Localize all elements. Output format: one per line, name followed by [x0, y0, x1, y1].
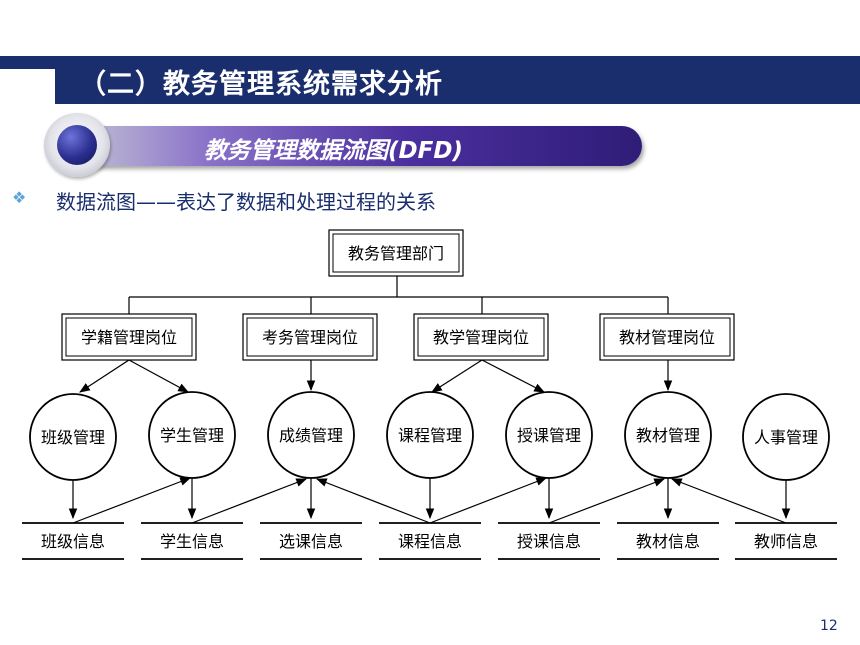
- orb-icon: [44, 113, 110, 177]
- flow-arrow: [431, 359, 483, 393]
- store-label: 教材信息: [636, 532, 700, 551]
- header-accent-bar: [0, 56, 55, 69]
- position-arrows: [79, 359, 673, 393]
- store-label: 授课信息: [517, 532, 581, 551]
- page-title: （二）教务管理系统需求分析: [79, 69, 443, 100]
- position-box: 教材管理岗位: [599, 313, 735, 361]
- diamond-cluster-icon: ❖: [12, 188, 27, 207]
- flow-arrow: [548, 478, 666, 524]
- flow-arrow: [128, 359, 189, 393]
- process-label: 班级管理: [41, 428, 105, 447]
- data-store: 班级信息: [22, 522, 124, 560]
- store-label: 教师信息: [754, 532, 818, 551]
- process-node: 课程管理: [386, 391, 474, 479]
- data-store: 课程信息: [379, 522, 481, 560]
- position-box: 学籍管理岗位: [61, 313, 197, 361]
- process-node: 班级管理: [29, 393, 117, 481]
- store-label: 课程信息: [398, 532, 462, 551]
- process-node: 授课管理: [505, 391, 593, 479]
- process-label: 课程管理: [398, 426, 462, 445]
- data-store: 选课信息: [260, 522, 362, 560]
- position-box: 教学管理岗位: [413, 313, 549, 361]
- process-label: 成绩管理: [279, 426, 343, 445]
- position-label: 教材管理岗位: [619, 328, 715, 347]
- bullet-text: 数据流图——表达了数据和处理过程的关系: [56, 190, 436, 214]
- data-store: 教材信息: [617, 522, 719, 560]
- position-label: 学籍管理岗位: [81, 328, 177, 347]
- process-node: 人事管理: [742, 393, 830, 481]
- page-number: 12: [820, 618, 838, 634]
- root-label: 教务管理部门: [348, 244, 444, 263]
- section-banner: 教务管理数据流图(DFD): [62, 126, 642, 166]
- process-node: 教材管理: [624, 391, 712, 479]
- position-label: 教学管理岗位: [433, 328, 529, 347]
- store-label: 班级信息: [41, 532, 105, 551]
- store-arrows: [68, 477, 791, 524]
- banner-title: 教务管理数据流图(DFD): [204, 138, 463, 164]
- tree-connectors: [128, 276, 669, 314]
- orb-core: [57, 125, 97, 165]
- data-store: 学生信息: [141, 522, 243, 560]
- process-label: 教材管理: [636, 426, 700, 445]
- data-store: 教师信息: [735, 522, 837, 560]
- flow-arrow: [72, 477, 192, 524]
- position-label: 考务管理岗位: [262, 328, 358, 347]
- flow-arrow: [481, 359, 545, 393]
- process-label: 学生管理: [160, 426, 224, 445]
- flow-arrow: [79, 359, 130, 393]
- flow-arrow: [191, 478, 308, 524]
- store-label: 选课信息: [279, 532, 343, 551]
- process-node: 成绩管理: [267, 391, 355, 479]
- process-node: 学生管理: [148, 391, 236, 479]
- flow-arrow: [315, 478, 431, 524]
- store-label: 学生信息: [160, 532, 224, 551]
- process-label: 授课管理: [517, 426, 581, 445]
- flow-arrow: [670, 478, 787, 524]
- data-store: 授课信息: [498, 522, 600, 560]
- flow-arrow: [429, 477, 548, 524]
- position-box: 考务管理岗位: [242, 313, 378, 361]
- process-label: 人事管理: [754, 428, 818, 447]
- root-box: 教务管理部门: [328, 229, 464, 277]
- header-bar: （二）教务管理系统需求分析: [55, 56, 860, 104]
